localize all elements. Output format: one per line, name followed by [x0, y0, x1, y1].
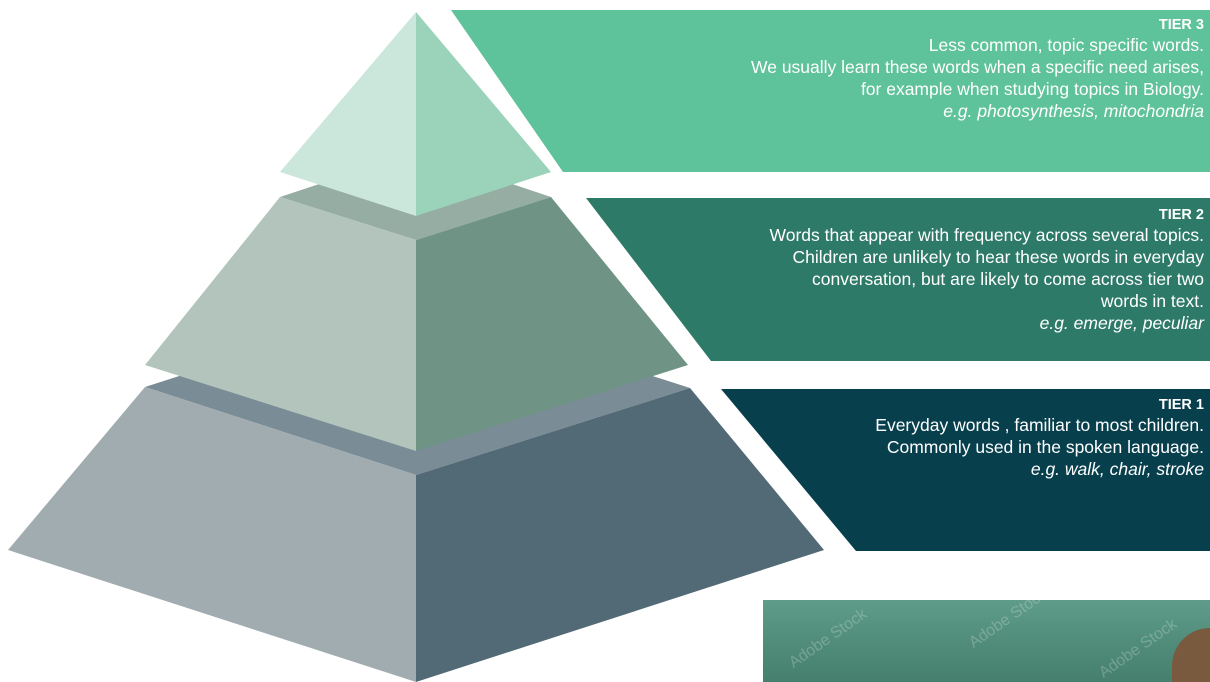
tier3-line-2: We usually learn these words when a spec…	[751, 57, 1204, 77]
photo-watermark: Adobe Stock	[786, 605, 871, 672]
tier3-label: TIER 3	[1158, 17, 1204, 33]
tier2-line-1: Words that appear with frequency across …	[769, 225, 1204, 245]
tier3-example: e.g. photosynthesis, mitochondria	[943, 101, 1204, 121]
tier1-line-2: Commonly used in the spoken language.	[886, 437, 1204, 457]
photo-watermark: Adobe Stock	[966, 600, 1051, 652]
tier2-line-2: Children are unlikely to hear these word…	[792, 247, 1204, 267]
tier2-label: TIER 2	[1158, 207, 1204, 223]
tier1-left-face	[8, 387, 416, 682]
photo-watermark: Adobe Stock	[1096, 615, 1181, 682]
tier3-panel: TIER 3 Less common, topic specific words…	[451, 10, 1210, 172]
child-hair	[1172, 628, 1210, 682]
tier1-line-1: Everyday words , familiar to most childr…	[875, 415, 1204, 435]
tier3-line-3: for example when studying topics in Biol…	[860, 79, 1204, 99]
tier2-right-face	[416, 197, 688, 451]
tier3-line-1: Less common, topic specific words.	[928, 35, 1204, 55]
tier1-label: TIER 1	[1158, 397, 1204, 413]
tier3-right-face	[416, 12, 551, 216]
tier2-example: e.g. emerge, peculiar	[1039, 313, 1204, 333]
classroom-photo: Adobe Stock Adobe Stock Adobe Stock	[763, 600, 1210, 682]
tier1-example: e.g. walk, chair, stroke	[1030, 459, 1204, 479]
tier2-line-3: conversation, but are likely to come acr…	[812, 269, 1204, 289]
tier1-right-face	[416, 388, 824, 682]
tier2-line-4: words in text.	[1100, 291, 1204, 311]
tier2-left-face	[145, 197, 416, 451]
tier3-left-face	[280, 12, 416, 216]
pyramid-diagram	[8, 12, 824, 682]
